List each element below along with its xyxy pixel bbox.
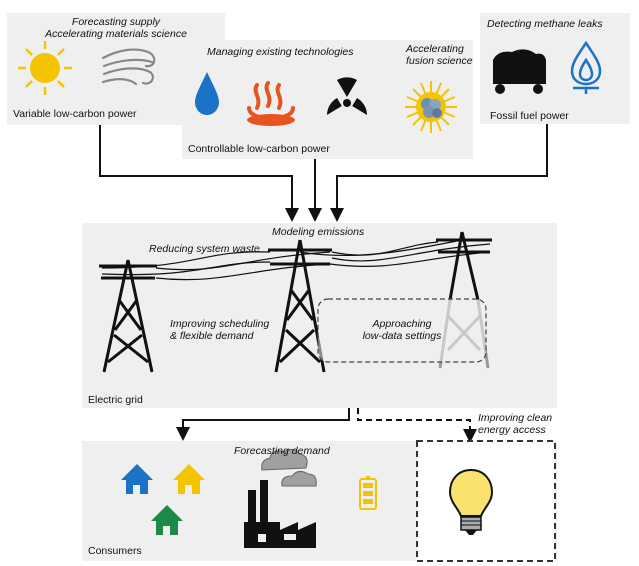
scheduling-note-line1: Improving scheduling <box>170 318 270 330</box>
scheduling-note-line2: & flexible demand <box>170 330 254 342</box>
methane-leaks-note: Detecting methane leaks <box>487 18 603 30</box>
variable-note-line1: Forecasting supply <box>71 16 161 28</box>
nuclear-icon <box>327 77 367 115</box>
forecasting-demand-note: Forecasting demand <box>234 445 330 457</box>
house-icon <box>151 505 183 535</box>
low-data-box <box>317 298 487 363</box>
variable-power-label: Variable low-carbon power <box>13 108 137 120</box>
fusion-note-line1: Accelerating <box>406 43 464 55</box>
energy-access-note-line1: Improving clean <box>478 412 553 424</box>
coal-cart-icon <box>493 49 546 94</box>
sun-icon <box>18 41 72 95</box>
controllable-power-label: Controllable low-carbon power <box>188 143 330 155</box>
low-data-note-line2: low-data settings <box>362 330 442 342</box>
gas-flame-icon <box>570 40 602 94</box>
managing-tech-note: Managing existing technologies <box>207 46 354 58</box>
transmission-tower-icon <box>99 259 157 373</box>
factory-icon <box>244 448 317 548</box>
consumers-label: Consumers <box>88 545 142 557</box>
fusion-icon <box>405 81 457 133</box>
fossil-power-label: Fossil fuel power <box>490 110 569 122</box>
house-icon <box>121 464 153 494</box>
energy-access-note-line2: energy access <box>478 424 546 436</box>
geothermal-icon <box>247 81 295 121</box>
fusion-note-line2: fusion science <box>406 55 473 67</box>
lightbulb-icon <box>448 468 494 535</box>
low-data-note-line1: Approaching <box>372 318 432 330</box>
wind-icon <box>101 48 156 86</box>
flow-arrows <box>99 124 548 443</box>
water-drop-icon <box>195 72 219 115</box>
reducing-waste-note: Reducing system waste <box>149 243 260 255</box>
electric-grid-label: Electric grid <box>88 394 143 406</box>
modeling-emissions-note: Modeling emissions <box>272 226 365 238</box>
battery-icon <box>359 476 377 510</box>
transmission-tower-icon <box>268 239 332 373</box>
power-lines <box>101 239 491 281</box>
variable-note-line2: Accelerating materials science <box>45 28 187 40</box>
transmission-tower-icon <box>436 231 492 301</box>
house-icon <box>173 464 205 494</box>
